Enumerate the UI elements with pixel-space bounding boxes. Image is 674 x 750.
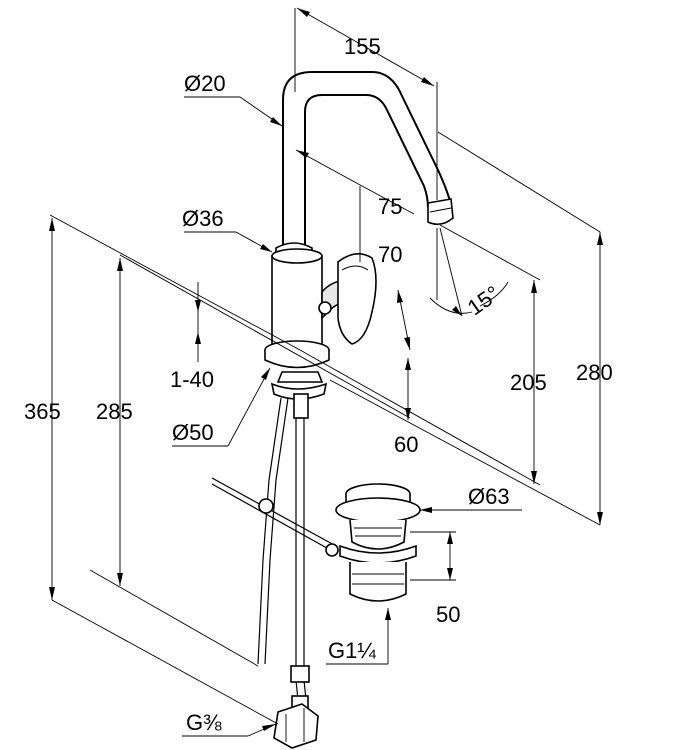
label-spout-diameter: Ø20: [184, 71, 226, 96]
label-total-height-right: 280: [576, 360, 613, 385]
label-waste-height: 50: [436, 602, 460, 627]
label-base-diameter: Ø50: [172, 420, 214, 445]
faucet-spout: [282, 71, 454, 245]
mounting-hardware: [211, 371, 339, 749]
label-waste-thread: G1¼: [328, 638, 376, 663]
label-deck-thickness: 1-40: [170, 367, 214, 392]
label-supply-thread: G⅜: [186, 710, 222, 735]
label-total-height-left: 365: [24, 399, 61, 424]
label-spout-reach: 155: [344, 34, 381, 59]
dimension-labels: 155 Ø20 75 Ø36 70 15° 1-40 Ø50 60 365 28…: [24, 34, 613, 735]
label-body-diameter: Ø36: [182, 206, 224, 231]
label-height-left: 285: [96, 399, 133, 424]
label-outlet-height: 205: [510, 370, 547, 395]
label-lever-height: 70: [378, 242, 402, 267]
label-base-height: 60: [394, 432, 418, 457]
pop-up-waste: [335, 483, 421, 602]
faucet-body: [264, 242, 377, 369]
dimension-lines: [49, 7, 603, 737]
label-spout-offset: 75: [378, 194, 402, 219]
label-waste-diameter: Ø63: [468, 484, 510, 509]
label-swivel-angle: 15°: [463, 281, 505, 321]
